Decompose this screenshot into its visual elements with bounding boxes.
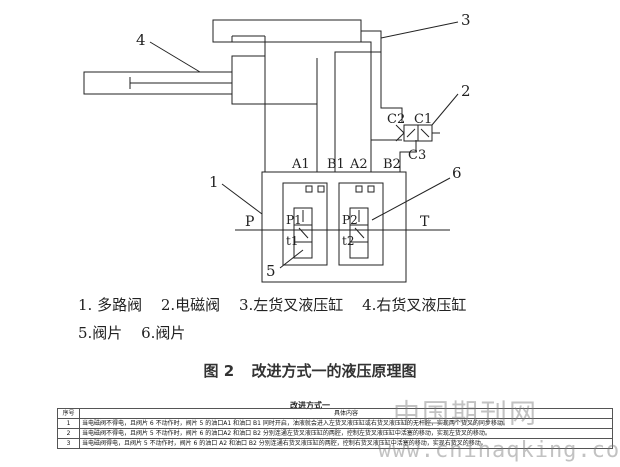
figure-caption: 图 2 改进方式一的液压原理图 (0, 360, 620, 381)
hydraulic-schematic: 4 3 2 1 5 6 C2 C1 C3 A1 B1 A2 B2 P T P1 … (83, 11, 471, 283)
legend-item: 5.阀片 (78, 324, 123, 342)
port-t1: t1 (286, 234, 298, 248)
left-fork-cylinder (212, 19, 362, 43)
legend-item: 1. 多路阀 (78, 296, 143, 314)
pipe-network (231, 30, 450, 231)
port-t: T (420, 214, 430, 230)
figure-number: 图 2 (203, 362, 235, 380)
callout-3: 3 (461, 11, 471, 29)
table-row: 3 当电磁阀得电，且阀片 5 不动作时，阀片 6 的油口 A2 和油口 B2 分… (57, 438, 613, 449)
multi-way-valve-body (261, 171, 407, 283)
callout-4: 4 (136, 31, 146, 49)
row-number: 3 (57, 438, 80, 449)
port-p2: P2 (342, 213, 358, 227)
watermark-url: www.chinaqking.com (378, 438, 620, 463)
table-title: 改进方式一 (290, 401, 330, 410)
check-valves (305, 185, 375, 193)
legend-item: 2.电磁阀 (160, 296, 221, 314)
watermark-text: 中国期刊网 (393, 399, 538, 430)
figure-title: 改进方式一的液压原理图 (251, 362, 417, 380)
port-t2: t2 (342, 234, 354, 248)
port-c1: C1 (414, 112, 432, 127)
row-content: 当电磁阀得电，且阀片 5 不动作时，阀片 6 的油口 A2 和油口 B2 分别连… (79, 438, 613, 449)
port-p1: P1 (286, 213, 302, 227)
legend-line-2: 5.阀片 6.阀片 (78, 322, 199, 343)
port-c3: C3 (408, 148, 426, 163)
callout-5: 5 (266, 262, 276, 280)
port-c2: C2 (387, 112, 405, 127)
row-number: 2 (57, 428, 80, 439)
row-number: 1 (57, 418, 80, 429)
mode-table: 序号 具体内容 1 当电磁阀不得电，且阀片 6 不动作时，阀片 5 的油口A1 … (57, 408, 613, 449)
legend-item: 3.左货叉液压缸 (238, 296, 344, 314)
valve-plate-5 (293, 207, 313, 259)
column-header: 序号 (57, 408, 80, 419)
solenoid-valve (395, 124, 440, 142)
callout-leaders (149, 21, 459, 269)
port-p: P (245, 214, 254, 230)
port-a1: A1 (291, 157, 310, 172)
legend-item: 6.阀片 (141, 324, 186, 342)
legend-line-1: 1. 多路阀 2.电磁阀 3.左货叉液压缸 4.右货叉液压缸 (78, 294, 480, 315)
port-b1: B1 (327, 157, 345, 172)
callout-2: 2 (461, 82, 471, 100)
callout-6: 6 (452, 164, 462, 182)
legend-item: 4.右货叉液压缸 (362, 296, 467, 314)
right-fork-cylinder (83, 71, 233, 95)
valve-plate-6 (349, 207, 369, 259)
port-a2: A2 (349, 157, 368, 172)
callout-1: 1 (209, 173, 219, 191)
port-b2: B2 (383, 157, 401, 172)
